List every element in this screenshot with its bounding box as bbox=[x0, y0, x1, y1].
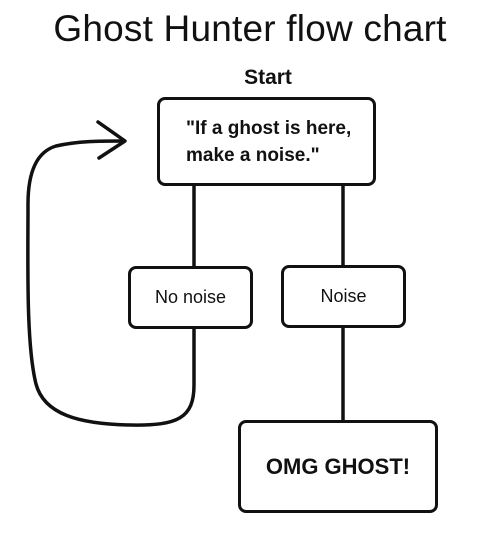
node-result-text: OMG GHOST! bbox=[265, 453, 411, 479]
node-no-noise: No noise bbox=[128, 266, 253, 329]
node-no-noise-text: No noise bbox=[154, 287, 227, 307]
node-noise: Noise bbox=[281, 265, 406, 328]
start-label: Start bbox=[244, 66, 292, 89]
loop-arrow-head-icon bbox=[96, 120, 127, 160]
node-noise-text: Noise bbox=[320, 286, 367, 306]
node-result: OMG GHOST! bbox=[238, 420, 438, 513]
edge-loop-back-arrow bbox=[26, 139, 196, 427]
diagram-title: Ghost Hunter flow chart bbox=[53, 8, 447, 49]
node-start: "If a ghost is here, make a noise." bbox=[157, 97, 376, 186]
node-start-text: "If a ghost is here, make a noise." bbox=[186, 117, 352, 166]
